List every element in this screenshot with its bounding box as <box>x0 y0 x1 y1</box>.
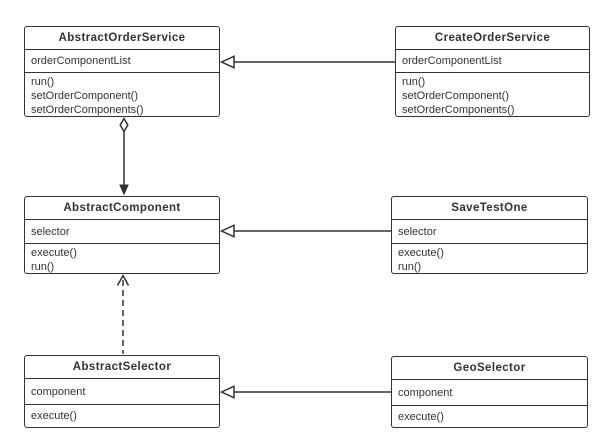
class-title: AbstractComponent <box>25 197 219 220</box>
class-method: run() <box>402 76 426 88</box>
class-method: run() <box>31 261 55 273</box>
class-attribute: component <box>31 385 86 398</box>
filled-arrowhead-icon <box>119 184 129 196</box>
class-title: GeoSelector <box>392 357 587 380</box>
class-box-create-order-service[interactable]: CreateOrderService orderComponentList ru… <box>395 26 590 117</box>
class-method: run() <box>31 76 55 88</box>
class-title: AbstractSelector <box>25 356 219 379</box>
class-attribute: orderComponentList <box>31 55 131 67</box>
class-method: execute() <box>398 411 444 423</box>
class-box-abstract-component[interactable]: AbstractComponent selector execute() run… <box>24 196 220 274</box>
edge-aggregation-abstract-order-service-to-abstract-component[interactable] <box>119 117 129 196</box>
class-method: setOrderComponents() <box>31 104 144 116</box>
class-method: setOrderComponent() <box>31 90 138 102</box>
hollow-triangle-arrowhead-icon <box>219 55 235 69</box>
class-attribute: selector <box>398 225 437 238</box>
class-method: execute() <box>31 410 77 422</box>
class-box-abstract-selector[interactable]: AbstractSelector component execute() <box>24 355 220 428</box>
class-title: CreateOrderService <box>396 27 589 50</box>
class-method: setOrderComponent() <box>402 90 509 102</box>
class-method: execute() <box>398 247 444 259</box>
hollow-diamond-icon <box>119 117 129 133</box>
class-attribute: selector <box>31 225 70 238</box>
class-method: execute() <box>31 247 77 259</box>
class-box-save-test-one[interactable]: SaveTestOne selector execute() run() <box>391 196 588 274</box>
class-attribute: component <box>398 386 453 399</box>
class-box-geo-selector[interactable]: GeoSelector component execute() <box>391 356 588 428</box>
class-attribute: orderComponentList <box>402 55 502 67</box>
hollow-triangle-arrowhead-icon <box>219 385 235 399</box>
open-arrowhead-icon <box>116 273 130 286</box>
edge-generalization-create-order-service-to-abstract-order-service[interactable] <box>219 55 396 69</box>
class-title: SaveTestOne <box>392 197 587 220</box>
class-method: setOrderComponents() <box>402 104 515 116</box>
edge-generalization-geo-selector-to-abstract-selector[interactable] <box>219 385 392 399</box>
edge-dependency-abstract-selector-to-abstract-component[interactable] <box>116 273 130 355</box>
edge-generalization-save-test-one-to-abstract-component[interactable] <box>219 224 392 238</box>
hollow-triangle-arrowhead-icon <box>219 224 235 238</box>
class-box-abstract-order-service[interactable]: AbstractOrderService orderComponentList … <box>24 26 220 117</box>
class-method: run() <box>398 261 422 273</box>
class-title: AbstractOrderService <box>25 27 219 50</box>
